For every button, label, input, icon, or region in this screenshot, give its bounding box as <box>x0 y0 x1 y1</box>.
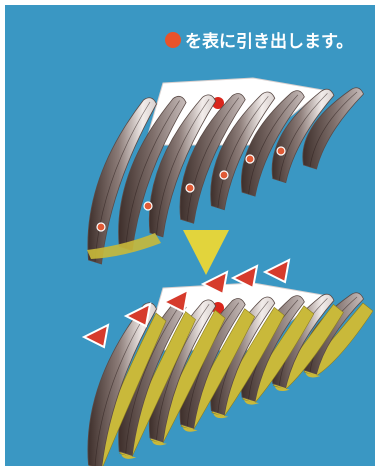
feather-dot <box>246 155 254 163</box>
caption-marker-dot <box>165 32 181 48</box>
feather-dot <box>186 184 194 192</box>
feather-dot <box>220 171 228 179</box>
caption: を表に引き出します。 <box>165 31 353 52</box>
feather-dot <box>144 202 152 210</box>
caption-text: を表に引き出します。 <box>185 31 353 52</box>
feather-dot <box>97 223 105 231</box>
feather-dot <box>277 147 285 155</box>
illustration-canvas: を表に引き出します。 <box>5 5 375 466</box>
